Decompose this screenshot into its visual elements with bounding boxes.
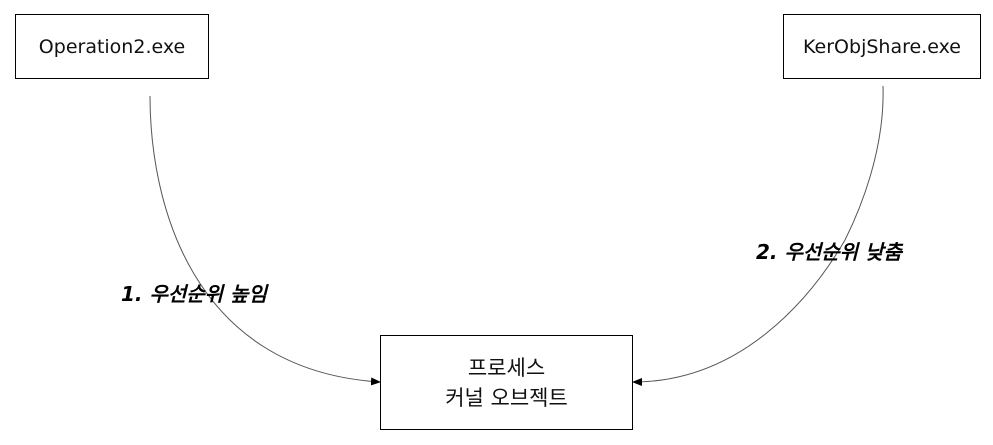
node-process-line1: 프로세스 bbox=[467, 355, 546, 380]
node-operation2-exe: Operation2.exe bbox=[15, 14, 209, 79]
node-process-kernel-object: 프로세스 커널 오브젝트 bbox=[380, 335, 633, 430]
node-kerobjshare-exe: KerObjShare.exe bbox=[783, 14, 981, 79]
edge-kerobjshare-to-process bbox=[632, 85, 884, 386]
edge-label-lower-priority: 2. 우선순위 낮춤 bbox=[756, 240, 902, 264]
node-kerobjshare-label: KerObjShare.exe bbox=[803, 35, 961, 58]
edge-operation2-to-process bbox=[149, 95, 381, 386]
node-operation2-label: Operation2.exe bbox=[38, 35, 186, 58]
edge-label-raise-priority: 1. 우선순위 높임 bbox=[121, 282, 267, 306]
node-process-line2: 커널 오브젝트 bbox=[445, 385, 568, 410]
